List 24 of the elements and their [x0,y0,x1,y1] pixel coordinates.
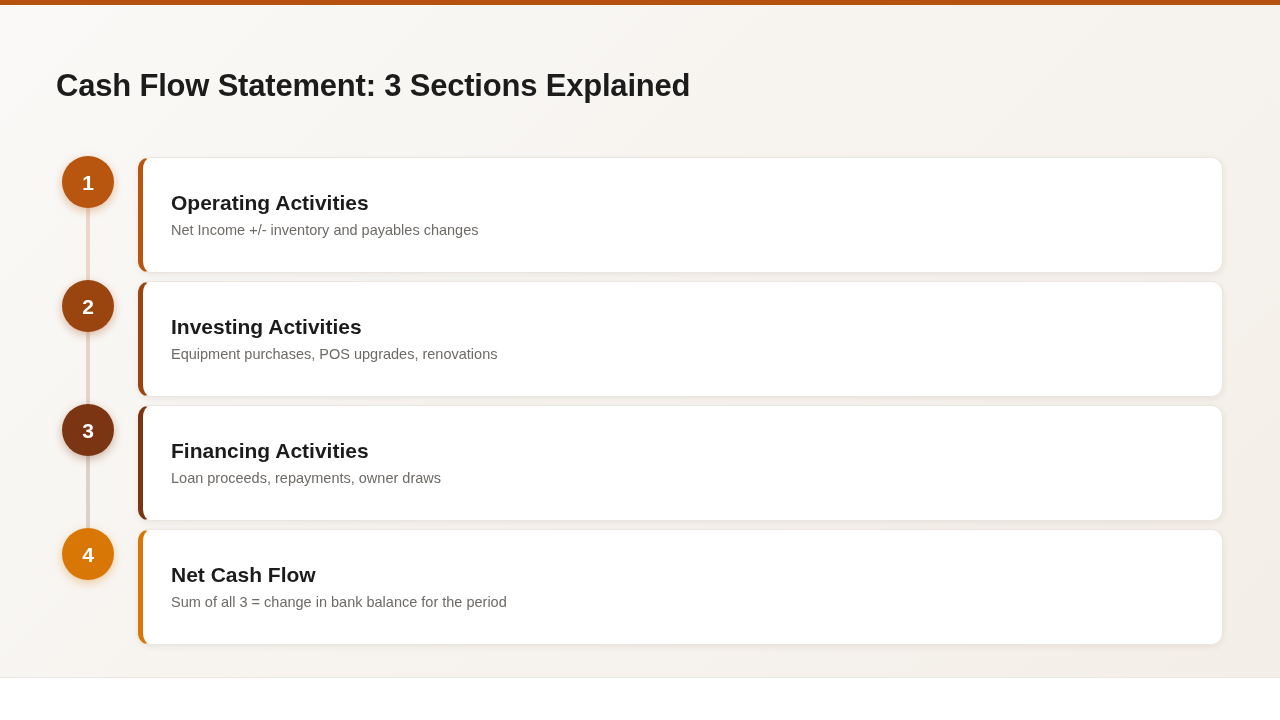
card-description: Net Income +/- inventory and payables changes [171,220,479,240]
step-number: 4 [82,543,94,565]
connector-line [86,332,90,404]
connector-line [86,456,90,528]
card-heading: Financing Activities [171,438,369,464]
card-description: Sum of all 3 = change in bank balance for the period [171,592,507,612]
section-card [138,157,1223,273]
card-heading: Investing Activities [171,314,362,340]
step-number: 1 [82,171,94,193]
step-number-circle [62,528,114,580]
step-number: 2 [82,295,94,317]
step-number-circle [62,404,114,456]
card-heading: Operating Activities [171,190,369,216]
section-card [138,281,1223,397]
card-description: Equipment purchases, POS upgrades, renovations [171,344,498,364]
card-heading: Net Cash Flow [171,562,316,588]
title: Cash Flow Statement: 3 Sections Explained [56,68,691,104]
connector-line [86,208,90,280]
step-number-circle [62,280,114,332]
step-number: 3 [82,419,94,441]
card-description: Loan proceeds, repayments, owner draws [171,468,441,488]
section-card [138,529,1223,645]
section-card [138,405,1223,521]
step-number-circle [62,156,114,208]
